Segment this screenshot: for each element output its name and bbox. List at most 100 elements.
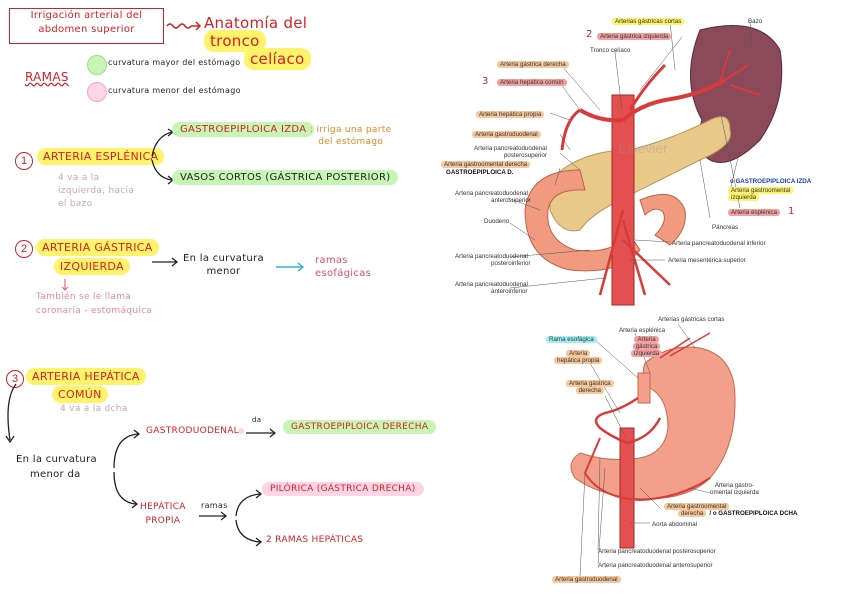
fig1-esplenica: Arteria esplénica <box>728 209 781 216</box>
fig1-pancdu-antinf-l1: Arteria pancreatoduodenal <box>455 281 528 288</box>
fig1-pancdu-post-l1: Arteria pancreatoduodenal <box>474 145 547 152</box>
legend-green-dot <box>87 55 107 75</box>
celiac-trunk-shape <box>621 78 727 122</box>
fig1-bazo: Bazo <box>748 18 763 25</box>
legend-green-text: curvatura mayor del estómago <box>108 58 241 67</box>
fig1-pancdu-post-l2: posterosuperior <box>503 152 547 159</box>
fig2-pancdu-post: Arteria pancreatoduodenal posterosuperio… <box>598 548 716 555</box>
fig1-mesenterica: Arteria mesentérica superior <box>668 257 746 264</box>
fig1-hepatica-propia: Arteria hepática propia <box>476 111 545 118</box>
squiggle-arrow-icon <box>166 21 202 31</box>
branch3-hp-target1: PILÓRICA (GÁSTRICA DRECHA) <box>262 482 424 496</box>
fig1-pancdu-ant-l2: anterosuperior <box>491 197 531 204</box>
fig1-gastroomental-izq: Arteria gastroomental izquierda <box>728 187 794 201</box>
fig1-gastroduodenal: Arteria gastroduodenal <box>472 131 541 138</box>
title-box-line1: Irrigación arterial del <box>30 10 143 21</box>
legend-label: RAMAS <box>25 70 69 84</box>
branch2-result: ramas esofágicas <box>315 254 371 280</box>
fig2-rama-esofagica-text: Rama esofágica <box>546 336 597 343</box>
aorta-2-shape <box>619 427 635 549</box>
fig1-tronco: Tronco celíaco <box>590 47 631 54</box>
fig1-gastricas-cortas: Arterias gástricas cortas <box>612 18 685 25</box>
fig2-hep-propia-l1: Arteria <box>566 350 591 357</box>
fig2-pancdu-ant: Arteria pancreatoduodenal anterosuperior <box>598 562 713 569</box>
branch2-note-l2: coronaria - estomáquica <box>36 306 153 316</box>
fig2-gastrica-izq-l2: gástrica <box>632 343 661 350</box>
branch1-target1-text: GASTROEPIPLOICA IZDA <box>172 122 315 137</box>
fig2-esplenica: Arteria esplénica <box>619 327 666 334</box>
fig1-gastroomental-izq-l2: izquierda <box>728 194 760 201</box>
branch1-note-l2: izquierda, hacia <box>58 186 135 196</box>
fig1-gastroomental-izq-l1: Arteria gastroomental <box>728 187 794 194</box>
branch2-arrow-text-l1: En la curvatura <box>183 253 264 264</box>
branch3-name: ARTERIA HEPÁTICA COMÚN <box>26 368 146 404</box>
main-title-part1: Anatomía del <box>204 14 308 32</box>
branch1-target1-note-l1: : irriga una parte <box>310 125 392 135</box>
fig1-pancdu-antinf: Arteria pancreatoduodenal anteroinferior <box>455 281 528 295</box>
branch2-arrow-text-l2: menor <box>206 266 241 277</box>
fig1-gastrica-der-text: Arteria gástrica derecha <box>497 61 569 68</box>
aorta-shape <box>611 94 635 306</box>
fig1-gastroomental-der: Arteria gastroomental derecha <box>441 161 531 168</box>
fig2-gastrica-der-l1: Arteria gástrica <box>566 380 614 387</box>
jejunum-shape <box>639 193 686 246</box>
fig1-gastroepiploica-izq: o GASTROEPIPLOICA IZDA <box>730 178 812 185</box>
branch3-hp-target1-text: PILÓRICA (GÁSTRICA DRECHA) <box>262 482 424 496</box>
fig2-gastroomental-der-note: / o GASTROEPIPLOICA DCHA <box>709 510 798 517</box>
branch3-curvature-l1: En la curvatura <box>16 454 97 465</box>
fig1-num3: 3 <box>482 76 489 87</box>
fig1-num1: 1 <box>788 206 795 217</box>
fig1-hepatica-comun: Arteria hepática común <box>497 79 567 86</box>
fig1-gastrica-der: Arteria gástrica derecha <box>497 61 569 68</box>
main-title: Anatomía del tronco celíaco <box>204 14 364 70</box>
fig1-gastrica-izq: Arteria gástrica izquierda <box>597 33 672 40</box>
fig1-watermark: Elsevier <box>618 140 668 156</box>
fig2-gastrica-der: Arteria gástrica derecha <box>566 380 614 394</box>
fig1-pancdu-inf: Arteria pancreatoduodenal inferior <box>672 240 766 247</box>
fig1-gastroepiploica-d: GASTROEPIPLOICA D. <box>446 169 514 176</box>
legend-pink-text: curvatura menor del estómago <box>108 86 241 95</box>
fig2-gastroomental-izq-l2: omental izquierda <box>710 489 759 496</box>
branch3-name-l1: ARTERIA HEPÁTICA <box>26 368 146 385</box>
branch2-arrow-text: En la curvatura menor <box>183 252 264 278</box>
branch1-note: 4 va a la izquierda, hacia el bazo <box>58 172 134 211</box>
branch3-hp-l2: PROPIA <box>145 516 181 526</box>
title-box-line2: abdomen superior <box>38 24 135 35</box>
fig1-esplenica-text: Arteria esplénica <box>728 209 781 216</box>
branch3-gd-target: GASTROEPIPLOICA DERECHA <box>283 420 437 434</box>
fig2-gastroomental-izq-l1: Arteria gastro- <box>714 482 755 489</box>
fig2-gastroomental-der-l2: derecha <box>678 510 707 517</box>
fig1-hepatica-comun-text: Arteria hepática común <box>497 79 567 86</box>
branch3-hp-fork-arrows <box>235 489 263 547</box>
title-box: Irrigación arterial del abdomen superior <box>9 8 164 44</box>
branch2-note-l1: También se le llama <box>36 292 132 302</box>
branch3-note: 4 va a la dcha <box>60 404 128 414</box>
fig2-gastroomental-der-l1: Arteria gastroomental <box>664 503 730 510</box>
fig1-pancdu-ant: Arteria pancreatoduodenal anterosuperior <box>455 190 531 204</box>
branch1-target1-note: : irriga una parte del estómago <box>310 124 391 148</box>
branch1-target2: VASOS CORTOS (GÁSTRICA POSTERIOR) <box>172 170 399 185</box>
anatomy-figure-2 <box>570 323 736 577</box>
fig1-pancreas: Páncreas <box>712 224 739 231</box>
branch1-number: 1 <box>15 152 33 170</box>
fig2-hep-propia-l2: hepática propia <box>554 357 603 364</box>
fig1-pancdu-postinf: Arteria pancreatoduodenal posteroinferio… <box>455 253 531 267</box>
branch3-hp-l1: HEPÁTICA <box>140 502 186 512</box>
fig2-hep-propia: Arteria hepática propia <box>554 350 603 364</box>
main-title-highlight: tronco <box>204 30 266 52</box>
branch1-target1: GASTROEPIPLOICA IZDA <box>172 122 315 137</box>
branch3-gd-small: da <box>252 416 262 424</box>
branch2-number: 2 <box>15 240 33 258</box>
fig2-gastrica-der-l2: derecha <box>575 387 604 394</box>
fig1-duodeno: Duodeno <box>484 218 510 225</box>
fig1-num2: 2 <box>586 29 593 40</box>
branch3-fork-arrows <box>113 429 141 509</box>
branch3-gd-arrow-icon <box>246 428 276 438</box>
branch3-hp: HEPÁTICA PROPIA <box>140 500 186 528</box>
branch3-gd-dot <box>238 428 244 434</box>
legend-pink-dot <box>87 82 107 102</box>
branch1-note-l3: el bazo <box>58 199 93 209</box>
fig1-gastrica-izq-text: Arteria gástrica izquierda <box>597 33 672 40</box>
branch1-target1-note-l2: del estómago <box>318 137 384 147</box>
branch1-name-text: ARTERIA ESPLÉNICA <box>37 148 165 165</box>
